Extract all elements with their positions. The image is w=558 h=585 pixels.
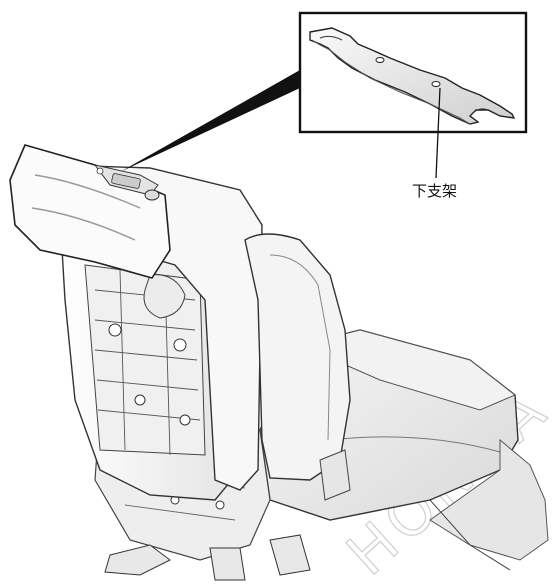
- seat-flap-panel: [9, 144, 171, 279]
- lower-bracket-part: [309, 27, 516, 125]
- lower-bracket-label: 下支架: [412, 182, 457, 200]
- callout-leader-wedge: [120, 70, 300, 172]
- label-leader-line: [435, 87, 441, 179]
- seat-back-bolster: [244, 233, 351, 501]
